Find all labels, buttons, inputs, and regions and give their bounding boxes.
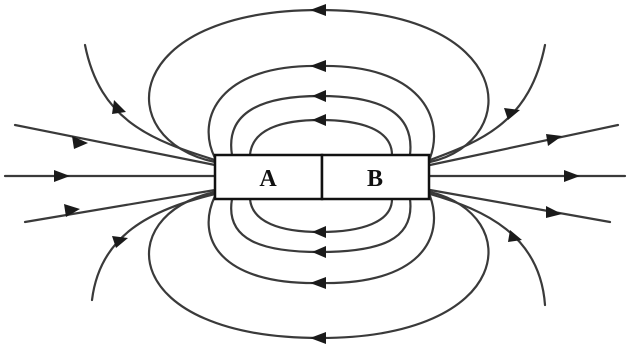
- field-line-left-lower-curve: [92, 194, 215, 300]
- arrow-left-icon: [312, 90, 326, 102]
- arrow-left-icon: [310, 60, 326, 72]
- field-line-core-bottom: [250, 199, 392, 232]
- arrow-left-icon: [310, 277, 326, 289]
- arrow-right-icon: [54, 170, 70, 182]
- arrow-left-icon: [312, 226, 326, 238]
- pole-b-label: B: [367, 166, 383, 192]
- field-line-right-lower-straight: [430, 190, 610, 222]
- arrow-right-icon: [112, 100, 126, 114]
- arrow-right-icon: [564, 170, 580, 182]
- arrow-left-icon: [312, 246, 326, 258]
- field-line-right-upper-straight: [430, 125, 618, 165]
- bar-magnet: A B: [215, 155, 429, 199]
- field-line-mid-bottom: [209, 196, 434, 283]
- field-line-outer-top: [149, 10, 489, 162]
- field-line-mid-top: [209, 66, 434, 158]
- field-line-inner-bottom: [231, 199, 410, 252]
- arrow-left-icon: [310, 4, 326, 16]
- pole-a-label: A: [259, 166, 277, 192]
- field-line-right-upper-curve: [430, 45, 545, 160]
- arrow-right-icon: [546, 134, 562, 146]
- arrow-left-icon: [312, 114, 326, 126]
- field-line-right-lower-curve: [430, 194, 545, 305]
- arrow-left-icon: [310, 332, 326, 344]
- field-line-left-upper-straight: [15, 125, 215, 165]
- field-line-left-lower-straight: [25, 190, 215, 222]
- field-line-outer-bottom: [149, 192, 489, 338]
- field-line-core-top: [250, 120, 392, 155]
- arrow-down-icon: [508, 230, 522, 242]
- field-line-inner-top: [231, 96, 410, 155]
